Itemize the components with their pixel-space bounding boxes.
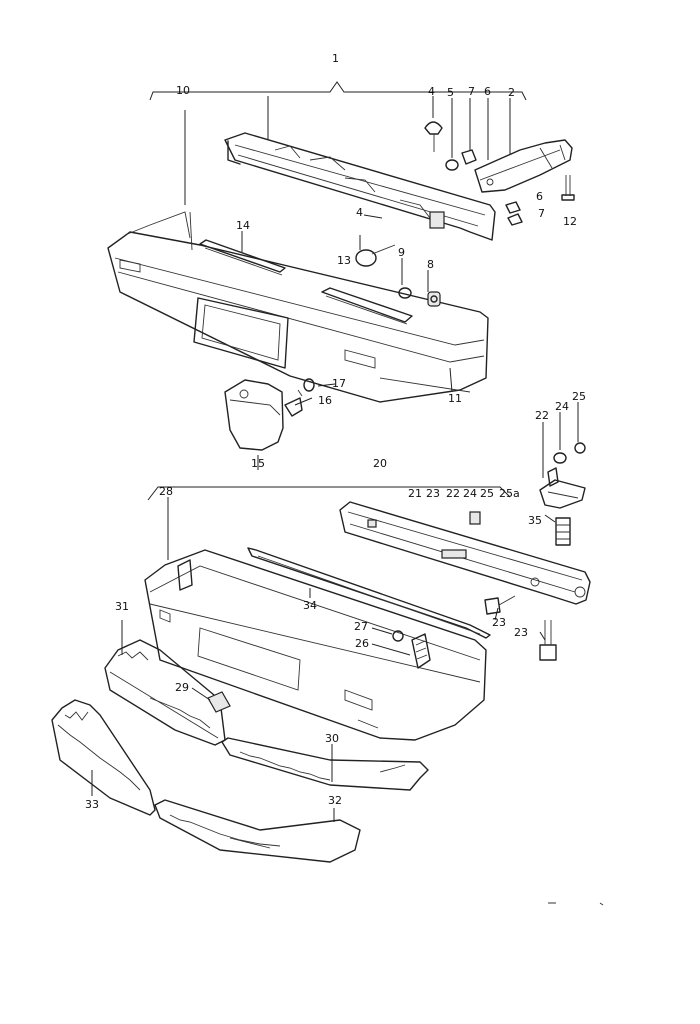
callout-7b: 7	[538, 207, 545, 220]
callout-12: 12	[563, 215, 577, 228]
callout-7: 7	[468, 85, 475, 98]
callout-34: 34	[303, 599, 317, 612]
bumper-cover-lower	[144, 549, 487, 741]
group-bracket-1	[149, 81, 527, 101]
callout-23: 23	[426, 487, 440, 500]
callout-6b: 6	[536, 190, 543, 203]
clip-29	[207, 691, 231, 713]
spoiler-half-30	[221, 737, 429, 791]
moulding-strip-34	[247, 547, 491, 639]
callout-15: 15	[251, 457, 265, 470]
bolts-lower	[484, 595, 557, 661]
callout-13: 13	[337, 254, 351, 267]
clips-upper	[355, 244, 441, 307]
callout-20: 20	[373, 457, 387, 470]
callout-23b: 23	[492, 616, 506, 629]
spoiler-half-32	[154, 799, 361, 863]
callout-25: 25	[572, 390, 586, 403]
hardware-upper	[424, 121, 575, 226]
callout-10: 10	[176, 84, 190, 97]
moulding-strips-upper	[199, 239, 413, 325]
callout-24: 24	[555, 400, 569, 413]
callout-30: 30	[325, 732, 339, 745]
callout-31: 31	[115, 600, 129, 613]
leader-lines	[91, 96, 579, 822]
callout-23c: 23	[514, 626, 528, 639]
callout-4: 4	[428, 85, 435, 98]
callout-28: 28	[159, 485, 173, 498]
callout-22b: 22	[446, 487, 460, 500]
callout-32: 32	[328, 794, 342, 807]
edge-mark	[548, 902, 604, 906]
spoiler-33	[51, 699, 156, 816]
callout-27: 27	[354, 620, 368, 633]
mounting-bracket-lower	[539, 442, 586, 546]
callout-5: 5	[447, 86, 454, 99]
bumper-cover-upper	[107, 211, 489, 403]
callout-1: 1	[332, 52, 339, 65]
mounting-bracket-upper	[474, 139, 573, 193]
side-bracket-15	[224, 378, 315, 451]
callout-11: 11	[448, 392, 462, 405]
callout-2: 2	[508, 86, 515, 99]
callout-17: 17	[332, 377, 346, 390]
reinforcement-bar-lower	[339, 501, 591, 605]
spoiler-31	[104, 639, 226, 746]
callout-24b: 24	[463, 487, 477, 500]
callout-35: 35	[528, 514, 542, 527]
callout-14: 14	[236, 219, 250, 232]
callout-33: 33	[85, 798, 99, 811]
reinforcement-bar-upper	[224, 132, 496, 241]
moulding-strip-34-inner	[257, 555, 481, 635]
callout-16: 16	[318, 394, 332, 407]
callout-22: 22	[535, 409, 549, 422]
callout-labels: 1 10 4 5 7 6 2 14 4 9 6 7 12 13 8 17 16 …	[85, 52, 586, 811]
clip-lower	[392, 630, 431, 669]
callout-26: 26	[355, 637, 369, 650]
callout-9: 9	[398, 246, 405, 259]
group-bracket-20	[147, 486, 511, 501]
callout-25b: 25	[480, 487, 494, 500]
callout-29: 29	[175, 681, 189, 694]
callout-4b: 4	[356, 206, 363, 219]
callout-21: 21	[408, 487, 422, 500]
callout-6: 6	[484, 85, 491, 98]
callout-8: 8	[427, 258, 434, 271]
callout-25a: 25a	[499, 487, 520, 500]
